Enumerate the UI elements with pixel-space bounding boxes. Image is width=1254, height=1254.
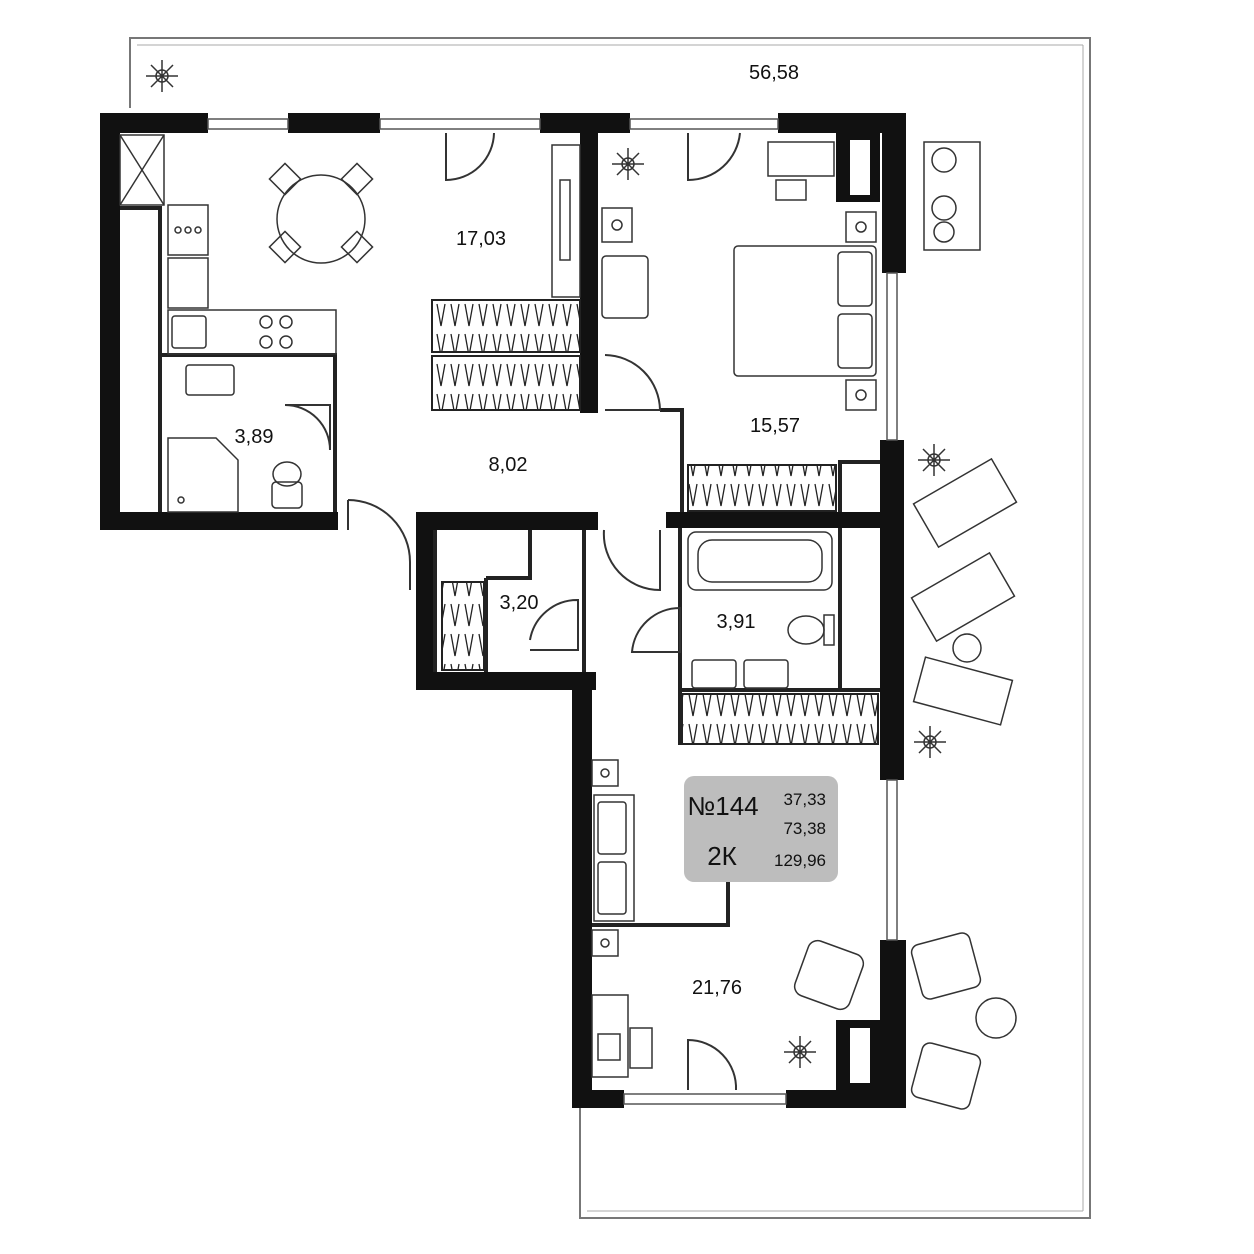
terrace-area-label: 56,58 <box>749 62 799 84</box>
terrace-furniture <box>910 457 1018 1110</box>
small-bathroom-area-label: 3,89 <box>235 426 274 448</box>
room-labels: 56,58 17,03 15,57 3,89 8,02 3,20 3,91 21… <box>235 62 801 999</box>
total-area: 73,38 <box>783 819 826 838</box>
bathroom-fixtures <box>167 364 835 689</box>
total-with-terrace: 129,96 <box>774 851 826 870</box>
apartment-badge: №144 2К 37,33 73,38 129,96 <box>684 776 838 882</box>
apartment-type: 2К <box>707 841 737 871</box>
wardrobes <box>431 299 879 745</box>
living-area-label: 21,76 <box>692 977 742 999</box>
badge-background <box>684 776 838 882</box>
plants <box>146 60 950 1068</box>
living-area: 37,33 <box>783 790 826 809</box>
closet-area-label: 3,20 <box>500 592 539 614</box>
bathroom-area-label: 3,91 <box>717 611 756 633</box>
bedroom-furniture <box>601 141 981 411</box>
kitchen-furniture <box>119 134 581 355</box>
apartment-number: №144 <box>687 791 758 821</box>
hall-area-label: 8,02 <box>489 454 528 476</box>
bedroom-area-label: 15,57 <box>750 415 800 437</box>
living-furniture <box>591 759 865 1078</box>
doors <box>284 132 741 1091</box>
terrace-outline <box>129 37 1091 1219</box>
windows <box>207 118 898 1105</box>
interior-walls <box>120 206 880 927</box>
exterior-walls <box>100 113 906 1108</box>
kitchen-area-label: 17,03 <box>456 228 506 250</box>
